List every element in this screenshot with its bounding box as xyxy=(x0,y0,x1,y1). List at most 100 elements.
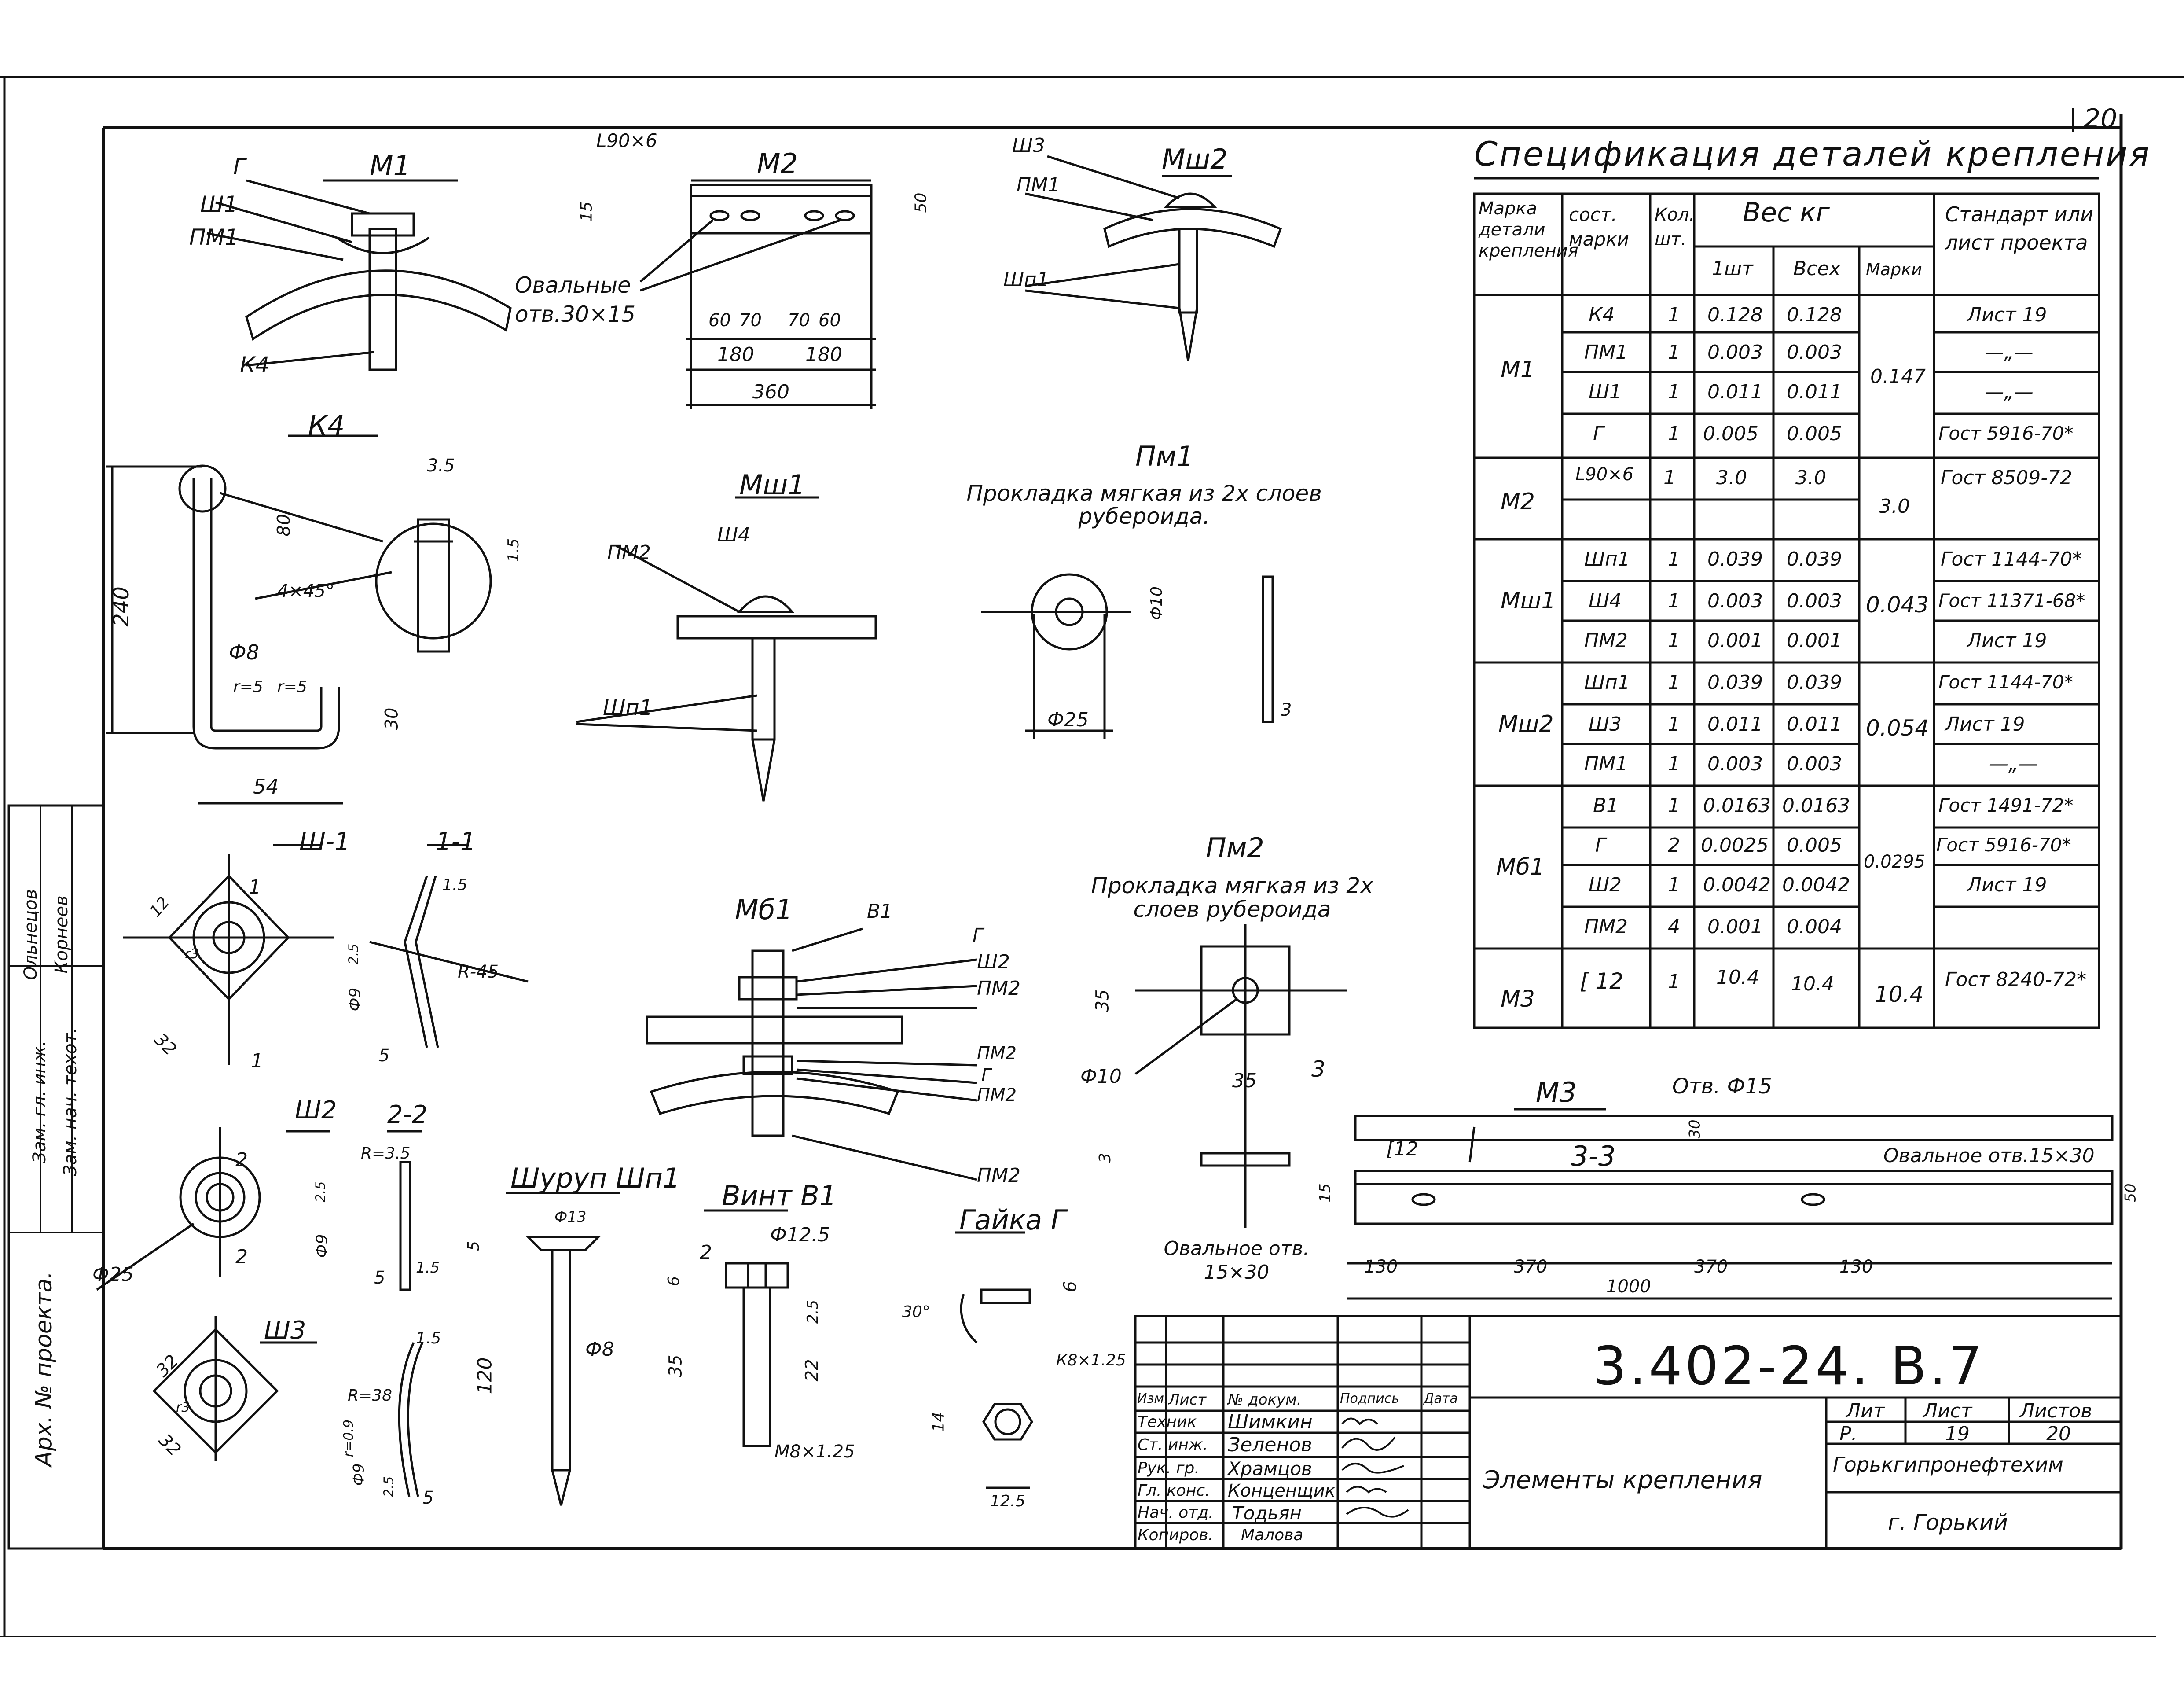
organization-city: г. Горький xyxy=(1888,1510,2008,1535)
spec-w-one: 0.039 xyxy=(1707,671,1763,694)
drawing-title-m2: М2 xyxy=(757,147,798,180)
k4-dim: r=5 xyxy=(277,678,307,696)
shp1-dim: 120 xyxy=(474,1357,496,1394)
spec-std: Гост 11371-68* xyxy=(1938,590,2085,611)
stamp-copied: Копиров. xyxy=(1138,1526,1214,1544)
stamp-role: Гл. конс. xyxy=(1138,1482,1210,1500)
stamp-col-header: Изм. xyxy=(1137,1391,1168,1406)
spec-mark: М1 xyxy=(1501,357,1535,383)
spec-header-w-mark: Марки xyxy=(1866,260,1922,279)
m3-dim: 15 xyxy=(1316,1183,1334,1203)
sh1-dim: 1.5 xyxy=(442,876,468,894)
pm2-dim: 3 xyxy=(1096,1153,1114,1163)
k4-dim: Ф8 xyxy=(229,640,259,664)
spec-w-one: 3.0 xyxy=(1716,467,1747,489)
mb1-label: Г xyxy=(981,1065,991,1085)
spec-w-one: 0.011 xyxy=(1707,713,1763,736)
m2-dim: 15 xyxy=(577,201,596,222)
msh1-label: Шп1 xyxy=(603,695,653,720)
drawing-title-sh3: Ш3 xyxy=(264,1316,306,1345)
drawing-title-v1: Винт В1 xyxy=(722,1180,837,1212)
m3-dim: 130 xyxy=(1364,1257,1398,1277)
m2-dim: 70 xyxy=(788,310,810,331)
spec-std: Гост 1144-70* xyxy=(1941,548,2082,570)
m3-note-bottom: Овальное отв. 15×30 xyxy=(1164,1237,1310,1284)
spec-std: —„— xyxy=(1985,341,2034,364)
pm2-dim: Ф10 xyxy=(1080,1065,1122,1088)
stamp-role: Ст. инж. xyxy=(1138,1436,1208,1454)
section-title-2-2: 2-2 xyxy=(387,1100,428,1129)
spec-std: —„— xyxy=(1985,381,2034,403)
sh1-dim: R-45 xyxy=(458,962,499,982)
spec-w-one: 0.003 xyxy=(1707,753,1763,775)
m1-label: ПМ1 xyxy=(189,224,239,250)
sh1-dim: 5 xyxy=(378,1045,390,1066)
k4-dim: 80 xyxy=(274,514,294,537)
spec-std: Гост 8240-72* xyxy=(1945,968,2087,991)
stamp-name: Тодьян xyxy=(1232,1502,1302,1524)
pm2-dim: 3 xyxy=(1311,1056,1325,1082)
spec-mark-weight: 10.4 xyxy=(1875,982,1924,1007)
spec-comp: Шп1 xyxy=(1584,671,1630,694)
v1-dim: 35 xyxy=(665,1354,686,1377)
spec-qty: 1 xyxy=(1668,753,1680,775)
spec-std: Гост 5916-70* xyxy=(1936,834,2071,856)
spec-w-all: 0.011 xyxy=(1787,381,1842,403)
spec-std: Лист 19 xyxy=(1945,713,2025,736)
stamp-sheets-header: Листов xyxy=(2020,1400,2092,1422)
k4-dim: r=5 xyxy=(233,678,263,696)
spec-mark: М3 xyxy=(1501,986,1535,1012)
spec-w-one: 0.003 xyxy=(1707,341,1763,364)
m3-profile: [12 xyxy=(1386,1138,1419,1160)
spec-mark-weight: 0.043 xyxy=(1866,592,1929,618)
v1-dim: 2.5 xyxy=(804,1299,822,1324)
spec-w-one: 0.0025 xyxy=(1701,834,1769,857)
spec-w-one: 0.0042 xyxy=(1703,874,1771,896)
mb1-label: В1 xyxy=(867,900,893,923)
spec-comp: Ш3 xyxy=(1589,713,1622,736)
section-title-3-3: 3-3 xyxy=(1571,1140,1616,1172)
drawing-title-k4: К4 xyxy=(308,409,345,441)
spec-qty: 4 xyxy=(1668,916,1680,938)
spec-qty: 1 xyxy=(1668,341,1680,364)
spec-mark: Мш2 xyxy=(1498,711,1554,737)
sh1-dim: 1 xyxy=(249,876,261,898)
spec-qty: 1 xyxy=(1668,874,1680,896)
spec-qty: 1 xyxy=(1668,548,1680,570)
spec-w-one: 0.005 xyxy=(1703,423,1758,445)
stamp-lit-header: Лит xyxy=(1846,1400,1885,1422)
stamp-col-header: Подпись xyxy=(1340,1391,1399,1406)
v1-dim: 22 xyxy=(802,1359,822,1382)
drawing-title-msh1: Мш1 xyxy=(739,469,805,501)
spec-mark-weight: 0.054 xyxy=(1866,715,1929,741)
msh1-label: ПМ2 xyxy=(607,541,651,564)
spec-qty: 1 xyxy=(1663,467,1676,489)
spec-w-one: 0.039 xyxy=(1707,548,1763,570)
spec-comp: ПМ1 xyxy=(1584,341,1628,364)
spec-qty: 1 xyxy=(1668,590,1680,612)
sh1-dim: Ф9 xyxy=(346,987,364,1012)
k4-dim: 30 xyxy=(382,707,402,730)
spec-comp: ПМ2 xyxy=(1584,629,1628,652)
spec-w-all: 0.003 xyxy=(1787,590,1842,612)
spec-comp: Ш1 xyxy=(1589,381,1622,403)
m2-dim: 360 xyxy=(752,381,789,403)
sh3-dim: 5 xyxy=(422,1488,434,1508)
stamp-name: Шимкин xyxy=(1228,1411,1313,1433)
spec-std: Гост 8509-72 xyxy=(1941,467,2073,489)
v1-dim: 6 xyxy=(664,1276,683,1286)
sh3-dim: R=38 xyxy=(348,1387,392,1405)
stamp-role: Нач. отд. xyxy=(1138,1504,1214,1522)
g-dim: 6 xyxy=(1060,1281,1081,1292)
spec-w-all: 0.0042 xyxy=(1782,874,1850,896)
spec-std: Гост 1491-72* xyxy=(1938,795,2074,816)
spec-w-all: 0.005 xyxy=(1787,834,1842,857)
m2-dim: 50 xyxy=(912,192,930,213)
mb1-label: ПМ2 xyxy=(977,1085,1017,1105)
g-dim: 12.5 xyxy=(990,1492,1026,1510)
sh3-dim: 1.5 xyxy=(416,1329,441,1347)
drawing-title-m1: М1 xyxy=(370,150,411,182)
organization-name: Горькгипронефтехим xyxy=(1833,1453,2063,1476)
